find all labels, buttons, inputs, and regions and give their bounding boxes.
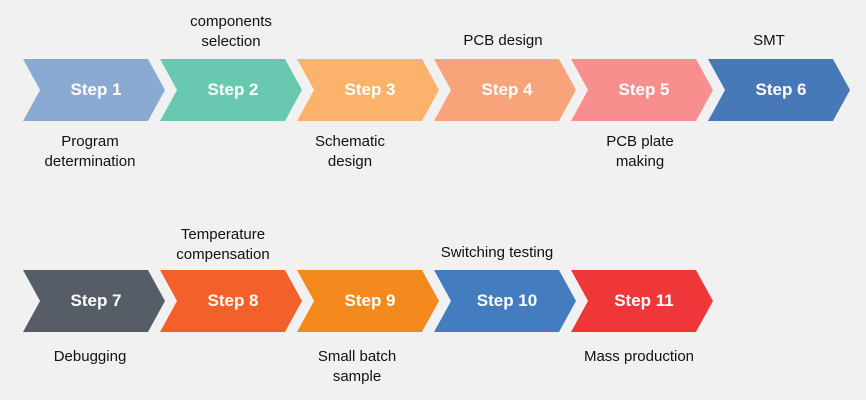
step-label: Step 4 [481, 80, 533, 99]
step-label: Step 1 [70, 80, 122, 99]
step-3-chevron: Step 3 [297, 59, 439, 121]
step-9-chevron: Step 9 [297, 270, 439, 332]
step-2-caption: components selection [190, 13, 272, 50]
step-4-chevron: Step 4 [434, 59, 576, 121]
step-label: Step 6 [755, 80, 807, 99]
step-label: Step 9 [344, 291, 396, 310]
step-8-caption: Temperature compensation [176, 226, 270, 263]
step-6-caption: SMT [753, 32, 785, 49]
step-label: Step 8 [207, 291, 259, 310]
step-7-caption: Debugging [53, 348, 127, 365]
step-10-caption: Switching testing [440, 244, 554, 261]
step-3-caption: Schematic design [314, 133, 386, 170]
step-label: Step 2 [207, 80, 259, 99]
step-7-chevron: Step 7 [23, 270, 165, 332]
step-label: Step 11 [614, 291, 674, 310]
step-2-chevron: Step 2 [160, 59, 302, 121]
step-1-caption: Program determination [44, 133, 136, 170]
step-9-caption: Small batch sample [317, 348, 397, 385]
step-5-chevron: Step 5 [571, 59, 713, 121]
step-11-caption: Mass production [583, 348, 695, 365]
step-10-chevron: Step 10 [434, 270, 576, 332]
step-5-caption: PCB plate making [606, 133, 674, 170]
step-6-chevron: Step 6 [708, 59, 850, 121]
step-label: Step 7 [70, 291, 122, 310]
step-4-caption: PCB design [463, 32, 543, 49]
step-11-chevron: Step 11 [571, 270, 713, 332]
step-label: Step 10 [476, 291, 538, 310]
step-label: Step 5 [618, 80, 670, 99]
step-8-chevron: Step 8 [160, 270, 302, 332]
step-1-chevron: Step 1 [23, 59, 165, 121]
step-label: Step 3 [344, 80, 396, 99]
